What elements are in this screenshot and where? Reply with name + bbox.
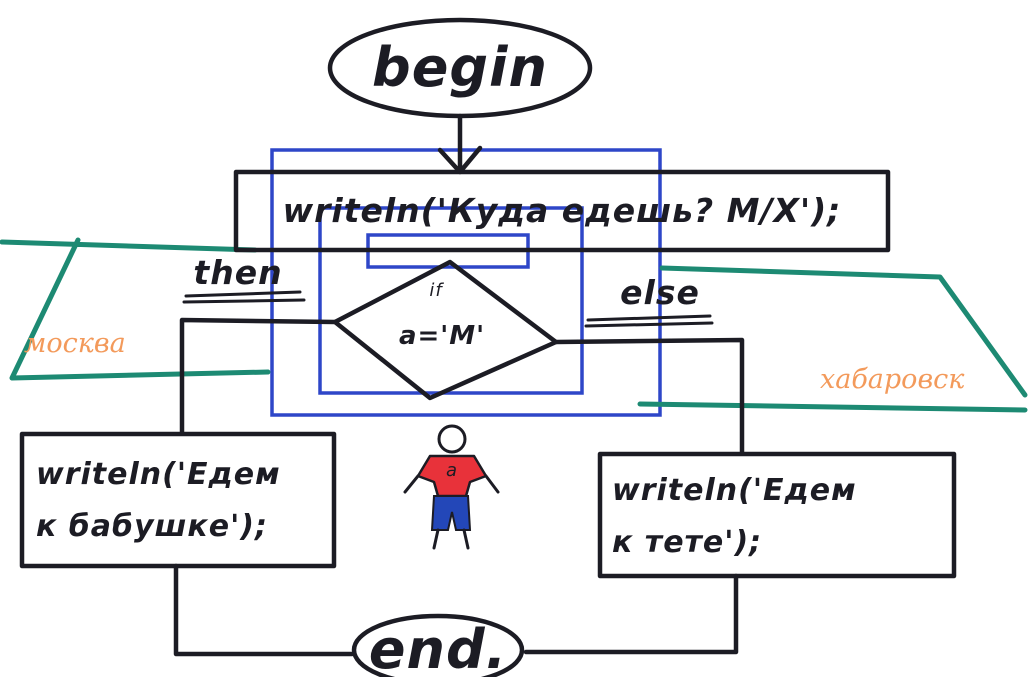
right-action-line1: writeln('Едем — [612, 473, 857, 508]
else-branch-line — [553, 337, 745, 455]
decision-diamond — [332, 259, 559, 401]
right-road — [637, 265, 1028, 413]
figure-letter: a — [446, 460, 458, 481]
else-underline — [584, 314, 714, 328]
end-oval — [351, 613, 525, 677]
right-merge-line — [523, 573, 739, 655]
then-label: then — [193, 253, 282, 292]
end-label: end. — [369, 618, 507, 677]
left-action-line2: к бабушке'); — [36, 509, 268, 544]
prompt-box — [233, 169, 891, 253]
begin-arrow — [437, 113, 483, 175]
begin-label: begin — [372, 36, 548, 99]
condition-if-label: if — [429, 280, 444, 301]
left-action-box — [19, 431, 337, 569]
figure-head — [437, 424, 467, 454]
right-action-box — [597, 451, 957, 579]
figure-limbs — [403, 474, 500, 550]
else-label: else — [620, 273, 700, 312]
then-underline — [182, 290, 306, 304]
left-road — [0, 237, 271, 381]
condition-text: a='M' — [399, 321, 485, 351]
left-merge-line — [173, 563, 355, 657]
right-action-line2: к тете'); — [612, 525, 762, 560]
blue-frames — [270, 148, 662, 417]
left-action-line1: writeln('Едем — [36, 457, 281, 492]
person-figure: a — [403, 424, 500, 550]
inner-blue-frame — [318, 206, 584, 395]
right-city-label: хабаровск — [820, 364, 965, 395]
figure-pants — [430, 495, 472, 531]
then-branch-line — [179, 317, 338, 435]
outer-blue-frame — [270, 148, 662, 417]
left-city-label: москва — [24, 328, 126, 359]
prompt-text: writeln('Куда едешь? M/X'); — [283, 191, 842, 230]
